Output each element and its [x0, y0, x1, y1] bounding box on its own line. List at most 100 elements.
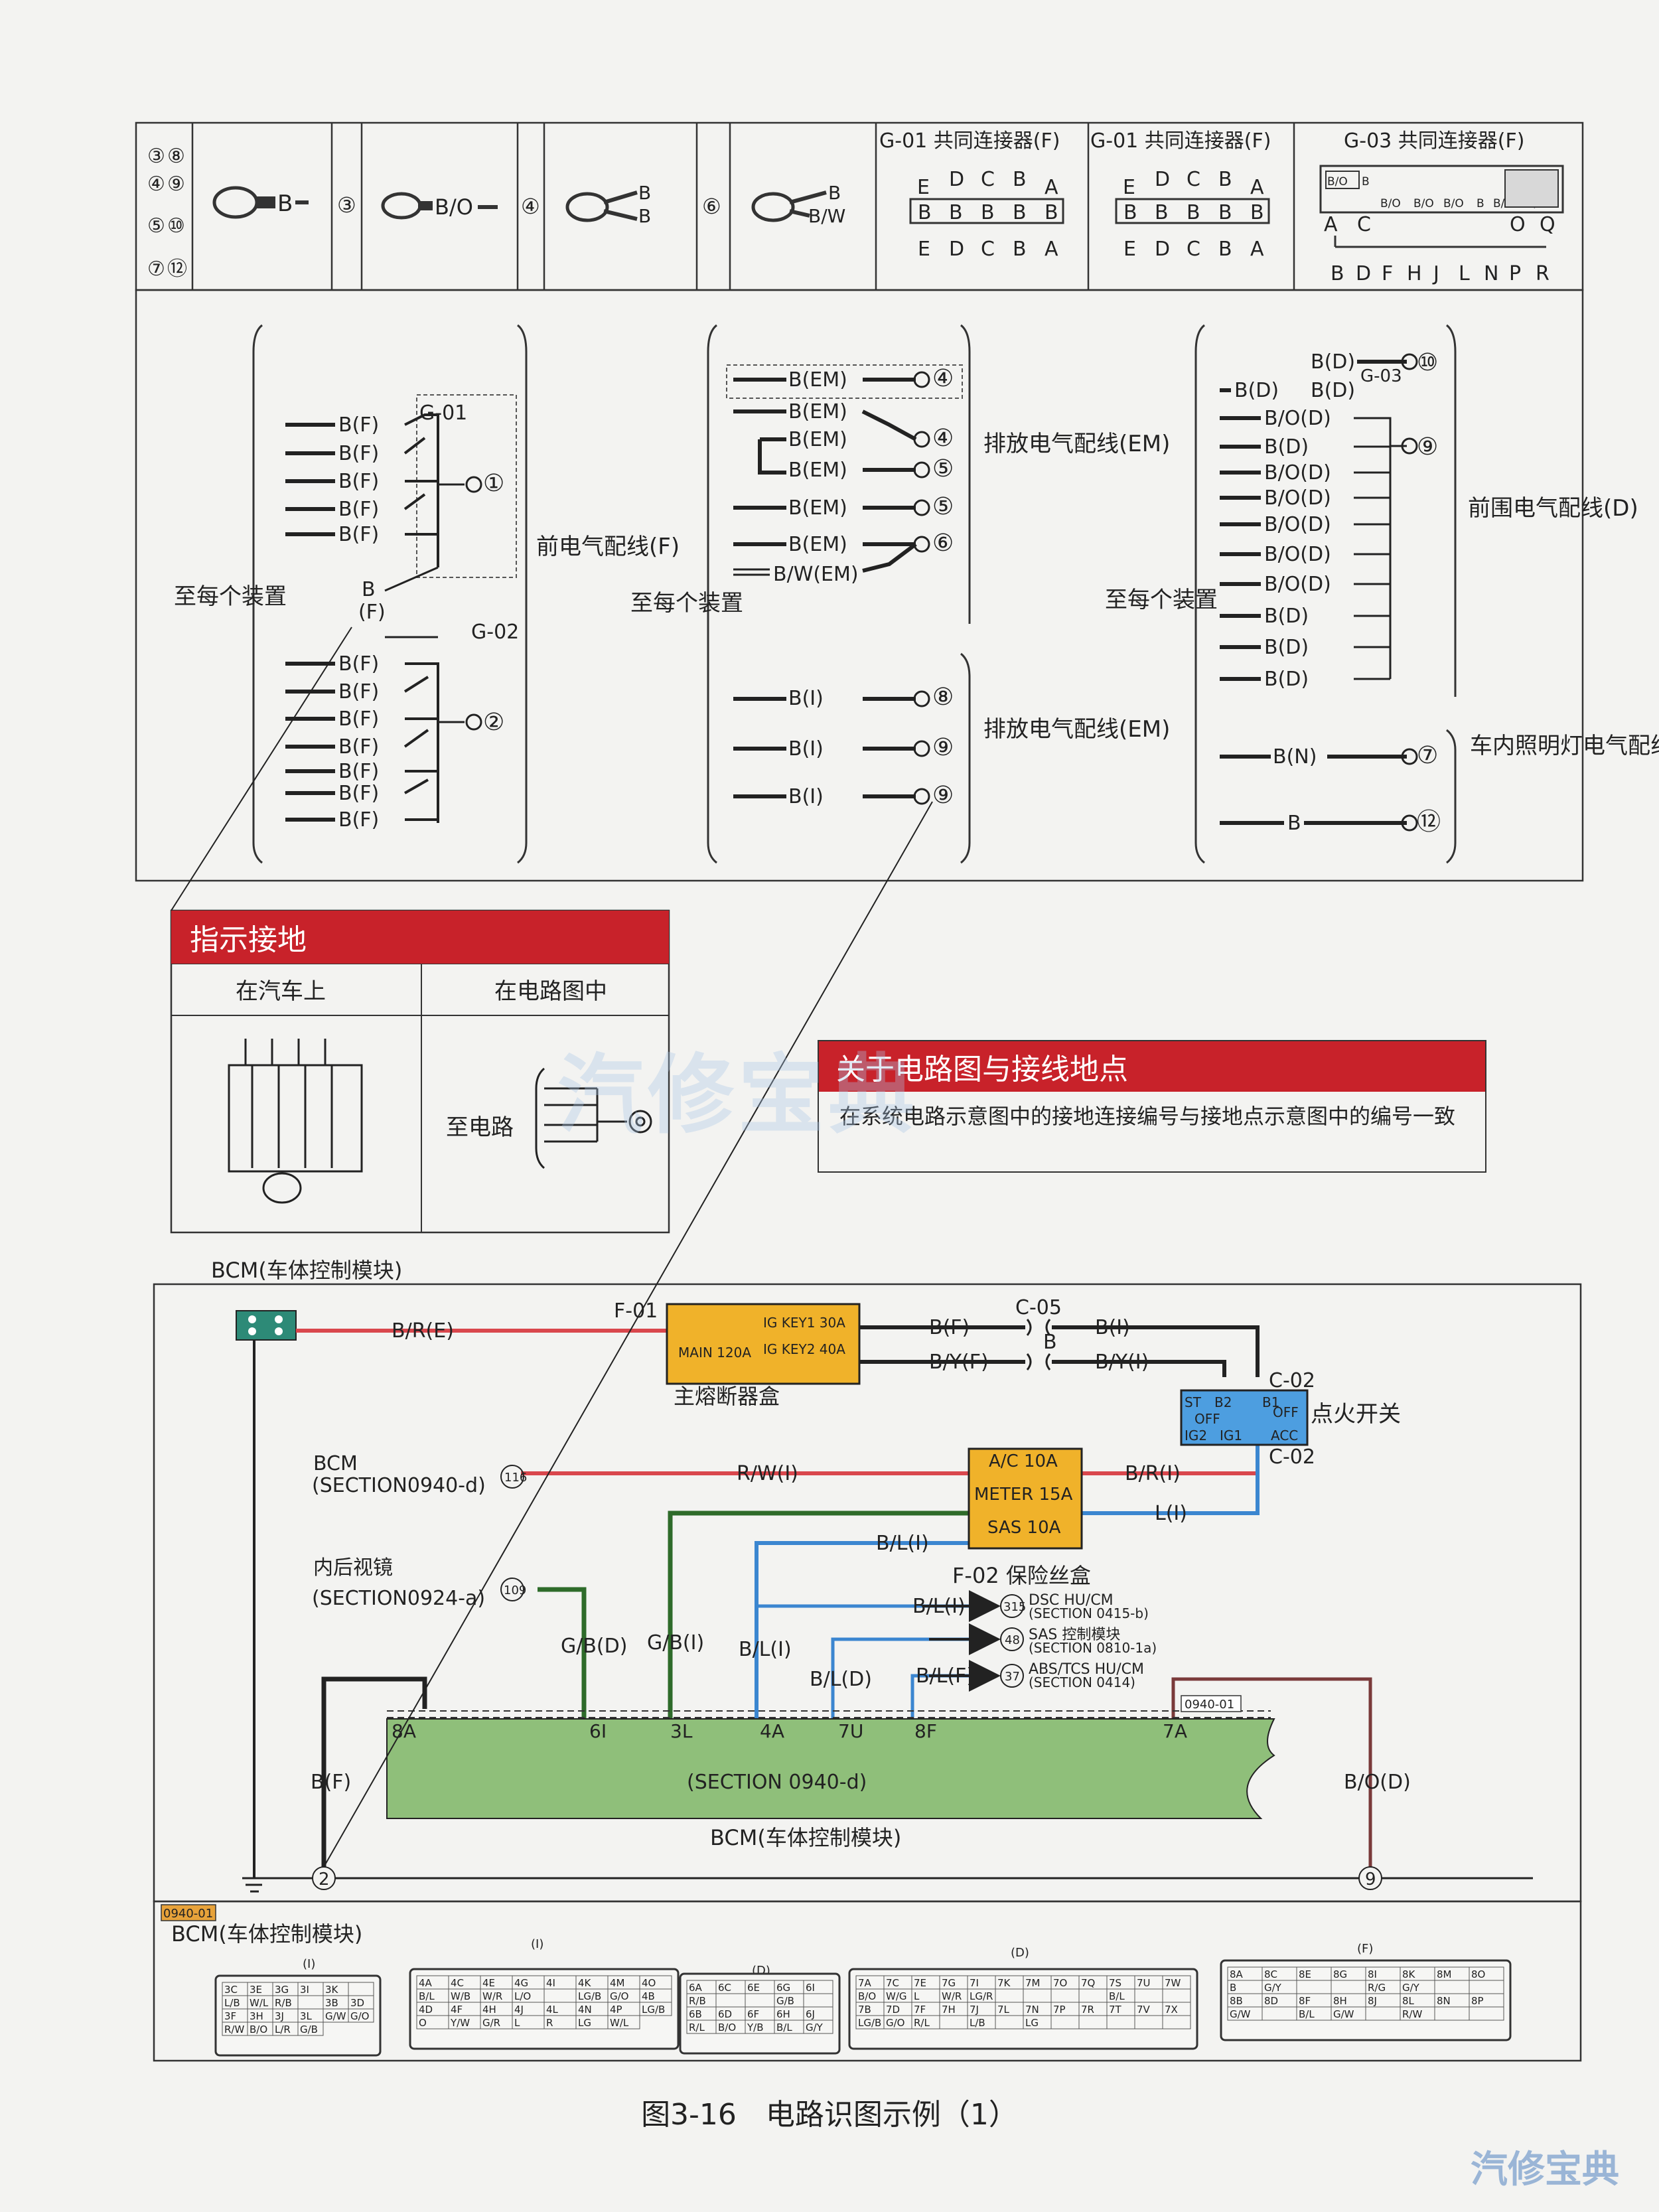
svg-text:(SECTION0940-d): (SECTION0940-d): [312, 1474, 486, 1497]
svg-text:(SECTION 0415-b): (SECTION 0415-b): [1029, 1605, 1149, 1621]
svg-text:B: B: [277, 190, 293, 217]
svg-text:前围电气配线(D): 前围电气配线(D): [1468, 495, 1638, 522]
svg-text:IG KEY2 40A: IG KEY2 40A: [763, 1341, 845, 1357]
destination-refs: 116 109 315 DSC HU/CM (SECTION 0415-b) 4…: [500, 1465, 1157, 1690]
svg-text:B/R(E): B/R(E): [392, 1319, 454, 1343]
svg-text:B/L(I): B/L(I): [739, 1638, 792, 1661]
svg-text:⑦: ⑦: [147, 258, 165, 281]
svg-text:G-01: G-01: [419, 402, 467, 425]
connector-pin-label: 3H: [250, 2010, 263, 2022]
connector-pin-label: G/O: [350, 2010, 369, 2022]
svg-text:7A: 7A: [1163, 1720, 1187, 1742]
connector-pin-label: 7R: [1081, 2004, 1094, 2016]
svg-text:G/B(I): G/B(I): [647, 1631, 704, 1655]
connector-pin-label: 7N: [1025, 2004, 1039, 2016]
svg-text:B(F): B(F): [338, 707, 379, 731]
svg-text:ST: ST: [1185, 1394, 1202, 1410]
connector-pin-label: LG/B: [858, 2017, 881, 2029]
ground-ring-icon: [913, 690, 930, 707]
svg-text:B/W(EM): B/W(EM): [773, 563, 859, 586]
svg-text:B(F): B(F): [338, 442, 379, 465]
ground-ring-icon: [913, 788, 930, 805]
svg-text:B: B: [1218, 238, 1232, 261]
svg-text:F-01: F-01: [614, 1299, 658, 1323]
front-harness-group: 至每个装置 G-01 G-02 B(F) B(F) B(F) B(F) B(F)…: [174, 324, 680, 864]
svg-text:48: 48: [1005, 1633, 1020, 1647]
svg-text:B/W: B/W: [808, 205, 845, 227]
svg-text:116: 116: [504, 1471, 527, 1485]
svg-text:⑤: ⑤: [932, 493, 954, 520]
svg-text:8A: 8A: [392, 1720, 416, 1742]
connector-pin-label: 8O: [1471, 1968, 1485, 1980]
svg-text:B: B: [1155, 201, 1169, 224]
svg-text:L(I): L(I): [1155, 1502, 1187, 1525]
connector-pin-label: 7J: [970, 2004, 979, 2016]
svg-text:B/O(D): B/O(D): [1264, 513, 1331, 536]
connector-pin-label: 6E: [747, 1982, 760, 1994]
connector-pin-label: LG: [1025, 2017, 1039, 2029]
svg-text:B(I): B(I): [1095, 1316, 1130, 1339]
svg-text:A: A: [1250, 238, 1264, 261]
svg-text:SAS 控制模块: SAS 控制模块: [1029, 1627, 1120, 1643]
connector-pin-label: W/L: [250, 1997, 269, 2009]
connector-pin-label: 7T: [1109, 2004, 1122, 2016]
svg-text:B: B: [828, 182, 841, 204]
svg-text:B(EM): B(EM): [788, 496, 847, 520]
svg-text:G-03 共同连接器(F): G-03 共同连接器(F): [1344, 129, 1524, 153]
connector-pin-label: G/B: [300, 2024, 318, 2035]
svg-text:B: B: [981, 201, 995, 224]
connector-pin-label: 4L: [546, 2004, 559, 2016]
connector-pin-label: 3J: [275, 2010, 284, 2022]
ground-ring-icon: [913, 371, 930, 388]
legend-ground-numbers: ③ ⑧ ④ ⑨ ⑤ ⑩ ⑦ ⑫: [147, 145, 187, 281]
svg-text:B: B: [918, 201, 932, 224]
ignition-switch: ST B2 B1 OFF OFF IG2 IG1 ACC C-02 C-02 点…: [1180, 1369, 1401, 1469]
connector-pin-label: G/O: [610, 1990, 628, 2002]
svg-text:D: D: [1356, 262, 1371, 285]
connector-pin-label: G/Y: [806, 2022, 824, 2033]
svg-text:A: A: [1324, 213, 1338, 236]
connector-pin-label: 7V: [1137, 2004, 1151, 2016]
svg-text:B(F): B(F): [338, 523, 379, 546]
svg-text:(I): (I): [303, 1957, 315, 1971]
connector-pin-label: 7K: [997, 1977, 1011, 1989]
svg-text:IG2: IG2: [1185, 1428, 1207, 1443]
svg-text:B(F): B(F): [338, 735, 379, 759]
svg-text:B: B: [638, 205, 651, 227]
connector-pin-cell: [348, 2008, 374, 2023]
svg-text:P: P: [1509, 262, 1521, 285]
connector-pin-label: 4K: [578, 1977, 592, 1989]
svg-text:⑫: ⑫: [167, 258, 187, 281]
svg-text:37: 37: [1005, 1670, 1020, 1684]
bcm-module-body: 8A 6I 3L 4A 7U 8F 7A 0940-01 (SECTION 09…: [386, 1695, 1275, 1850]
svg-text:④: ④: [932, 365, 954, 392]
connector-pin-label: 7O: [1053, 1977, 1067, 1989]
ground-section-frame: [135, 289, 1584, 882]
connector-pin-label: 7M: [1025, 1977, 1041, 1989]
connector-pin-label: 8F: [1299, 1995, 1311, 2007]
svg-text:排放电气配线(EM): 排放电气配线(EM): [983, 716, 1170, 743]
svg-text:A: A: [1045, 176, 1058, 199]
svg-text:B: B: [1477, 197, 1484, 210]
double-terminal-icon: B B: [565, 182, 651, 227]
connector-pin-label: 4A: [419, 1977, 433, 1989]
svg-text:C: C: [1187, 168, 1200, 191]
svg-text:在汽车上: 在汽车上: [236, 978, 326, 1005]
svg-text:B(EM): B(EM): [788, 533, 847, 556]
svg-text:C: C: [981, 238, 995, 261]
connector-pin-label: 8D: [1264, 1995, 1278, 2007]
svg-text:B: B: [1218, 201, 1232, 224]
connector-pin-label: 8M: [1437, 1968, 1452, 1980]
connector-pin-label: 7L: [997, 2004, 1010, 2016]
svg-text:B(D): B(D): [1264, 605, 1309, 628]
connector-pin-label: G/Y: [1264, 1982, 1282, 1994]
svg-text:至每个装置: 至每个装置: [1105, 587, 1218, 613]
connector-pin-label: 8I: [1368, 1968, 1377, 1980]
double-terminal-bw-icon: B B/W: [751, 182, 845, 227]
svg-text:B1: B1: [1262, 1394, 1279, 1410]
connector-pin-label: 6J: [806, 2008, 815, 2020]
svg-text:(SECTION0924-a): (SECTION0924-a): [312, 1587, 485, 1610]
connector-pin-cell: [803, 2020, 833, 2034]
svg-text:OFF: OFF: [1273, 1404, 1299, 1420]
connector-pin-label: 6G: [776, 1982, 790, 1994]
